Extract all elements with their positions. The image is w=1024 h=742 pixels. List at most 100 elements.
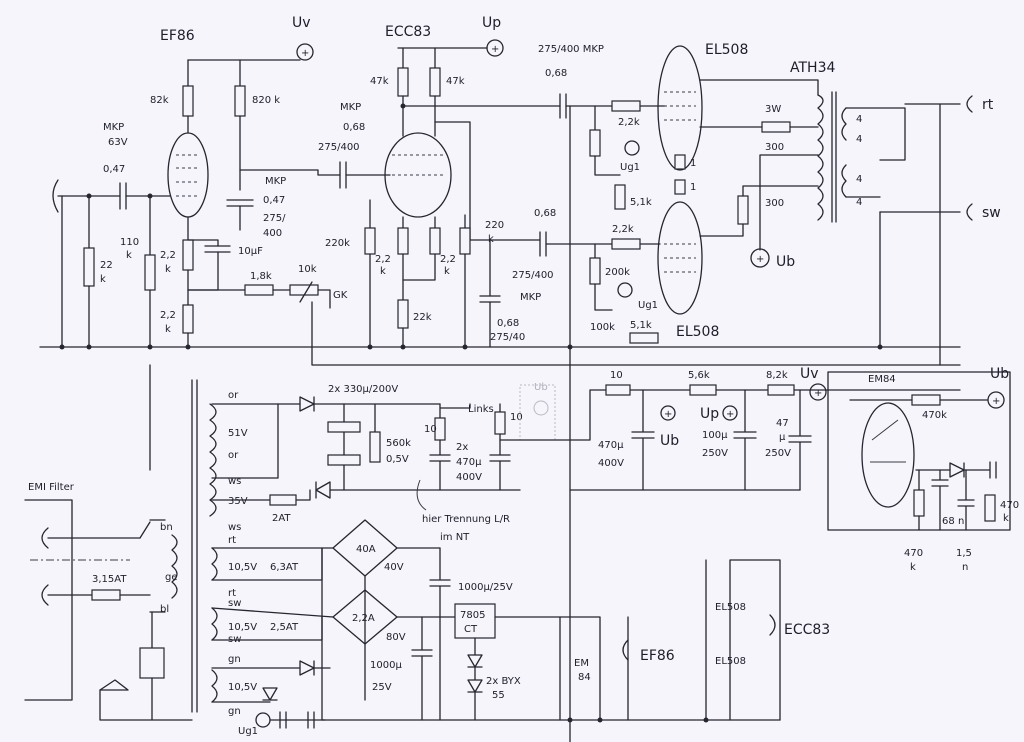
em84-68: 68 — [942, 516, 955, 527]
resistor-5k1-b — [629, 332, 659, 344]
v275b-label: 275/ — [263, 213, 286, 224]
r22k-f-label: 22k — [413, 312, 432, 323]
ps-r10a: 10 — [424, 424, 437, 435]
c068b-label: 0,68 — [497, 318, 519, 329]
resistor-1k8 — [244, 284, 274, 296]
mains-heater-section: EMI Filter 3,15AT bn ge bl ws rt 10,5V 6… — [24, 364, 830, 737]
ps-r10b: 10 — [510, 412, 523, 423]
resistor-bias-upper — [589, 129, 601, 157]
heat-84: 84 — [578, 672, 591, 683]
rail-470u: 470μ — [598, 440, 624, 451]
heater-winding-c — [211, 669, 218, 703]
resistor-470k-em84-b — [913, 489, 925, 517]
ws-rt2: rt — [228, 535, 236, 546]
em84-n2: n — [962, 562, 968, 573]
rail-ub: Ub — [660, 433, 679, 449]
heat-el508a: EL508 — [715, 602, 746, 613]
em84-470: 470 — [904, 548, 923, 559]
svg-text:+: + — [992, 396, 1000, 407]
c10u-label: 10μF — [238, 246, 263, 257]
diode-em84 — [949, 462, 965, 478]
transformer-hv-winding — [209, 403, 217, 517]
svg-text:+: + — [664, 409, 672, 420]
a63: 6,3AT — [270, 562, 299, 573]
ps-note1: hier Trennung L/R — [422, 514, 510, 525]
rail-250v-b: 250V — [765, 448, 791, 459]
ub-mid-label: Ub — [776, 254, 795, 270]
c1000b: 1000μ — [370, 660, 402, 671]
svg-text:+: + — [726, 409, 734, 420]
gn1: gn — [228, 654, 241, 665]
ps-470u: 470μ — [456, 457, 482, 468]
r220k-b-label: 220 — [485, 220, 504, 231]
em84-ub: Ub — [990, 366, 1009, 382]
el508-bot-title: EL508 — [676, 324, 719, 340]
ps-400v: 400V — [456, 472, 482, 483]
resistor-2k2-g — [611, 100, 641, 112]
up-top-label: Up — [482, 15, 501, 31]
diode-pair-byx55 — [467, 637, 483, 721]
resistor-110k — [144, 254, 156, 291]
r22k-input-label: 22 — [100, 260, 113, 271]
heat-ef86: EF86 — [640, 648, 675, 664]
v25: 25V — [372, 682, 392, 693]
up-terminal-rail — [722, 405, 738, 421]
v400b-label: 400 — [263, 228, 282, 239]
el508-top-title: EL508 — [705, 42, 748, 58]
fuse-3-15at — [91, 589, 121, 601]
r51k-b-label: 5,1k — [630, 320, 652, 331]
r110k-label: 110 — [120, 237, 139, 248]
emi-bn: bn — [160, 522, 173, 533]
ps-ub-faint: Ub — [534, 382, 548, 393]
mains-primary — [171, 534, 178, 599]
ps-2x330: 2x 330μ/200V — [328, 384, 398, 395]
c068c-label: 0,68 — [545, 68, 567, 79]
gk-label: GK — [333, 290, 348, 301]
pot-10k-gk[interactable] — [289, 284, 319, 296]
resistor-rail-8k2 — [767, 384, 795, 396]
out-4d: 4 — [856, 197, 862, 208]
ef86-tube — [167, 132, 209, 218]
r22k-e-label: 2,2 — [440, 254, 456, 265]
r22b-unit: k — [165, 264, 171, 275]
em84-15: 1,5 — [956, 548, 972, 559]
r47k-b-label: 47k — [446, 76, 465, 87]
out-4a: 4 — [856, 114, 862, 125]
ub-terminal-rail — [660, 405, 676, 421]
power-relay — [139, 647, 165, 679]
svg-text:+: + — [301, 48, 309, 59]
hv-supply-section: or 51V or ws 35V 2x 330μ/200V 560k 0,5V … — [209, 366, 961, 543]
ecc83-tube — [384, 132, 452, 218]
regulator-7805 — [454, 603, 496, 639]
rt-label: rt — [982, 97, 994, 113]
r18k-label: 1,8k — [250, 271, 272, 282]
r51k-a-label: 5,1k — [630, 197, 652, 208]
r220k-a-label: 220k — [325, 238, 350, 249]
input-jack — [52, 179, 59, 213]
v105a: 10,5V — [228, 562, 257, 573]
resistor-2k2-cathode — [182, 239, 194, 271]
emi-fuse: 3,15AT — [92, 574, 127, 585]
resistor-2k2-e — [429, 227, 441, 255]
r22k-d-unit: k — [380, 266, 386, 277]
mkp4-label: MKP — [520, 292, 541, 303]
ps-560k: 560k — [386, 438, 411, 449]
out-4b: 4 — [856, 134, 862, 145]
resistor-220k-a — [364, 227, 376, 255]
r300b-label: 300 — [765, 198, 784, 209]
rail-400v: 400V — [598, 458, 624, 469]
v63-label: 63V — [108, 137, 128, 148]
el508-upper-tube — [657, 45, 703, 171]
ps-note2: im NT — [440, 532, 470, 543]
rail-56k: 5,6k — [688, 370, 710, 381]
rt2: rt — [228, 588, 236, 599]
v275a-label: 275/400 — [318, 142, 360, 153]
ws-rt: ws — [228, 522, 241, 533]
resistor-rail-5k6 — [689, 384, 717, 396]
resistor-3w-300-upper — [761, 121, 791, 133]
diode-hv-upper — [299, 396, 315, 412]
ps-35v: 35V — [228, 496, 248, 507]
resistor-200k — [589, 257, 601, 285]
heater-winding-b — [211, 607, 218, 641]
